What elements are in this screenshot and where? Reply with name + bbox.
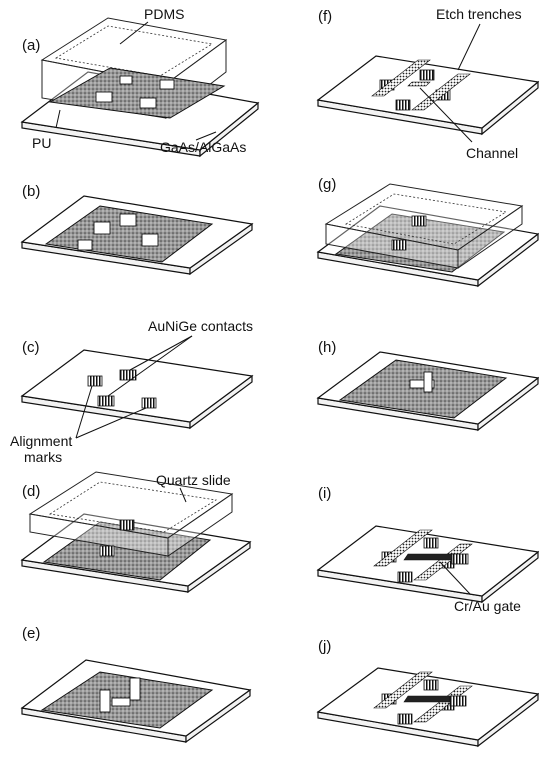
- substrate-slab: [316, 55, 539, 136]
- gate-electrode: [403, 553, 469, 565]
- panel-label-j: (j): [318, 638, 331, 655]
- pu-leader: [55, 109, 61, 129]
- pdms-leader: [119, 21, 149, 45]
- panel-label-a: (a): [22, 37, 40, 54]
- substrate-leader: [195, 131, 217, 141]
- etch-leader: [457, 23, 481, 71]
- contact-pad: [391, 215, 427, 251]
- channel-leader: [419, 87, 473, 143]
- channel-mesa: [407, 81, 431, 87]
- contact-pad: [97, 369, 137, 407]
- panel-label-b: (b): [22, 183, 40, 200]
- panel-f: (f) Etch trenches Channel: [316, 6, 539, 161]
- alignment-label-line2: marks: [24, 449, 62, 465]
- panel-d: (d) Quartz slide: [20, 471, 252, 594]
- panel-b: (b): [20, 183, 254, 276]
- etch-trench: [371, 59, 471, 111]
- pu-label: PU: [32, 135, 51, 151]
- panel-label-i: (i): [318, 485, 331, 502]
- substrate-label: GaAs/AlGaAs: [160, 139, 246, 155]
- panel-a: (a) PDMS PU GaAs/AlGaAs: [20, 6, 260, 158]
- pu-openings: [77, 213, 159, 251]
- contacts-label: AuNiGe contacts: [148, 318, 253, 334]
- pu-channel-openings: [99, 677, 141, 713]
- alignment-mark: [87, 375, 103, 387]
- pu-layer: [42, 521, 212, 581]
- panel-e: (e): [20, 625, 252, 744]
- panel-label-f: (f): [318, 8, 332, 25]
- panel-label-d: (d): [22, 483, 40, 500]
- pu-features: [95, 75, 175, 109]
- gate-electrode: [403, 695, 467, 707]
- alignment-label-line1: Alignment: [10, 433, 72, 449]
- gate-label: Cr/Au gate: [454, 598, 521, 614]
- alignment-mark: [141, 397, 157, 409]
- alignment-leader: [75, 385, 93, 439]
- channel-label: Channel: [466, 145, 518, 161]
- contact-pad: [99, 519, 135, 557]
- quartz-pdms-stack: [28, 471, 234, 557]
- panel-j: (j): [316, 638, 539, 748]
- pdms-label: PDMS: [144, 6, 184, 22]
- panel-g: (g): [316, 176, 539, 288]
- gate-leader: [439, 561, 471, 595]
- panel-i: (i) Cr/Au gate: [316, 485, 539, 614]
- panel-label-g: (g): [318, 176, 336, 193]
- pu-gate-opening: [409, 371, 435, 393]
- quartz-label: Quartz slide: [156, 472, 231, 488]
- panel-c: (c) AuNiGe contacts Alignment marks: [10, 318, 254, 465]
- etch-label: Etch trenches: [436, 6, 522, 22]
- substrate-slab: [316, 667, 539, 748]
- substrate-slab: [316, 525, 539, 604]
- contacts-leader: [129, 335, 193, 371]
- panel-label-c: (c): [22, 339, 40, 356]
- quartz-leader: [179, 487, 187, 503]
- pu-layer: [48, 67, 226, 119]
- panel-label-h: (h): [318, 339, 336, 356]
- pu-layer: [338, 359, 508, 419]
- panel-h: (h): [316, 339, 539, 432]
- substrate-slab: [20, 349, 254, 430]
- panel-label-e: (e): [22, 625, 40, 642]
